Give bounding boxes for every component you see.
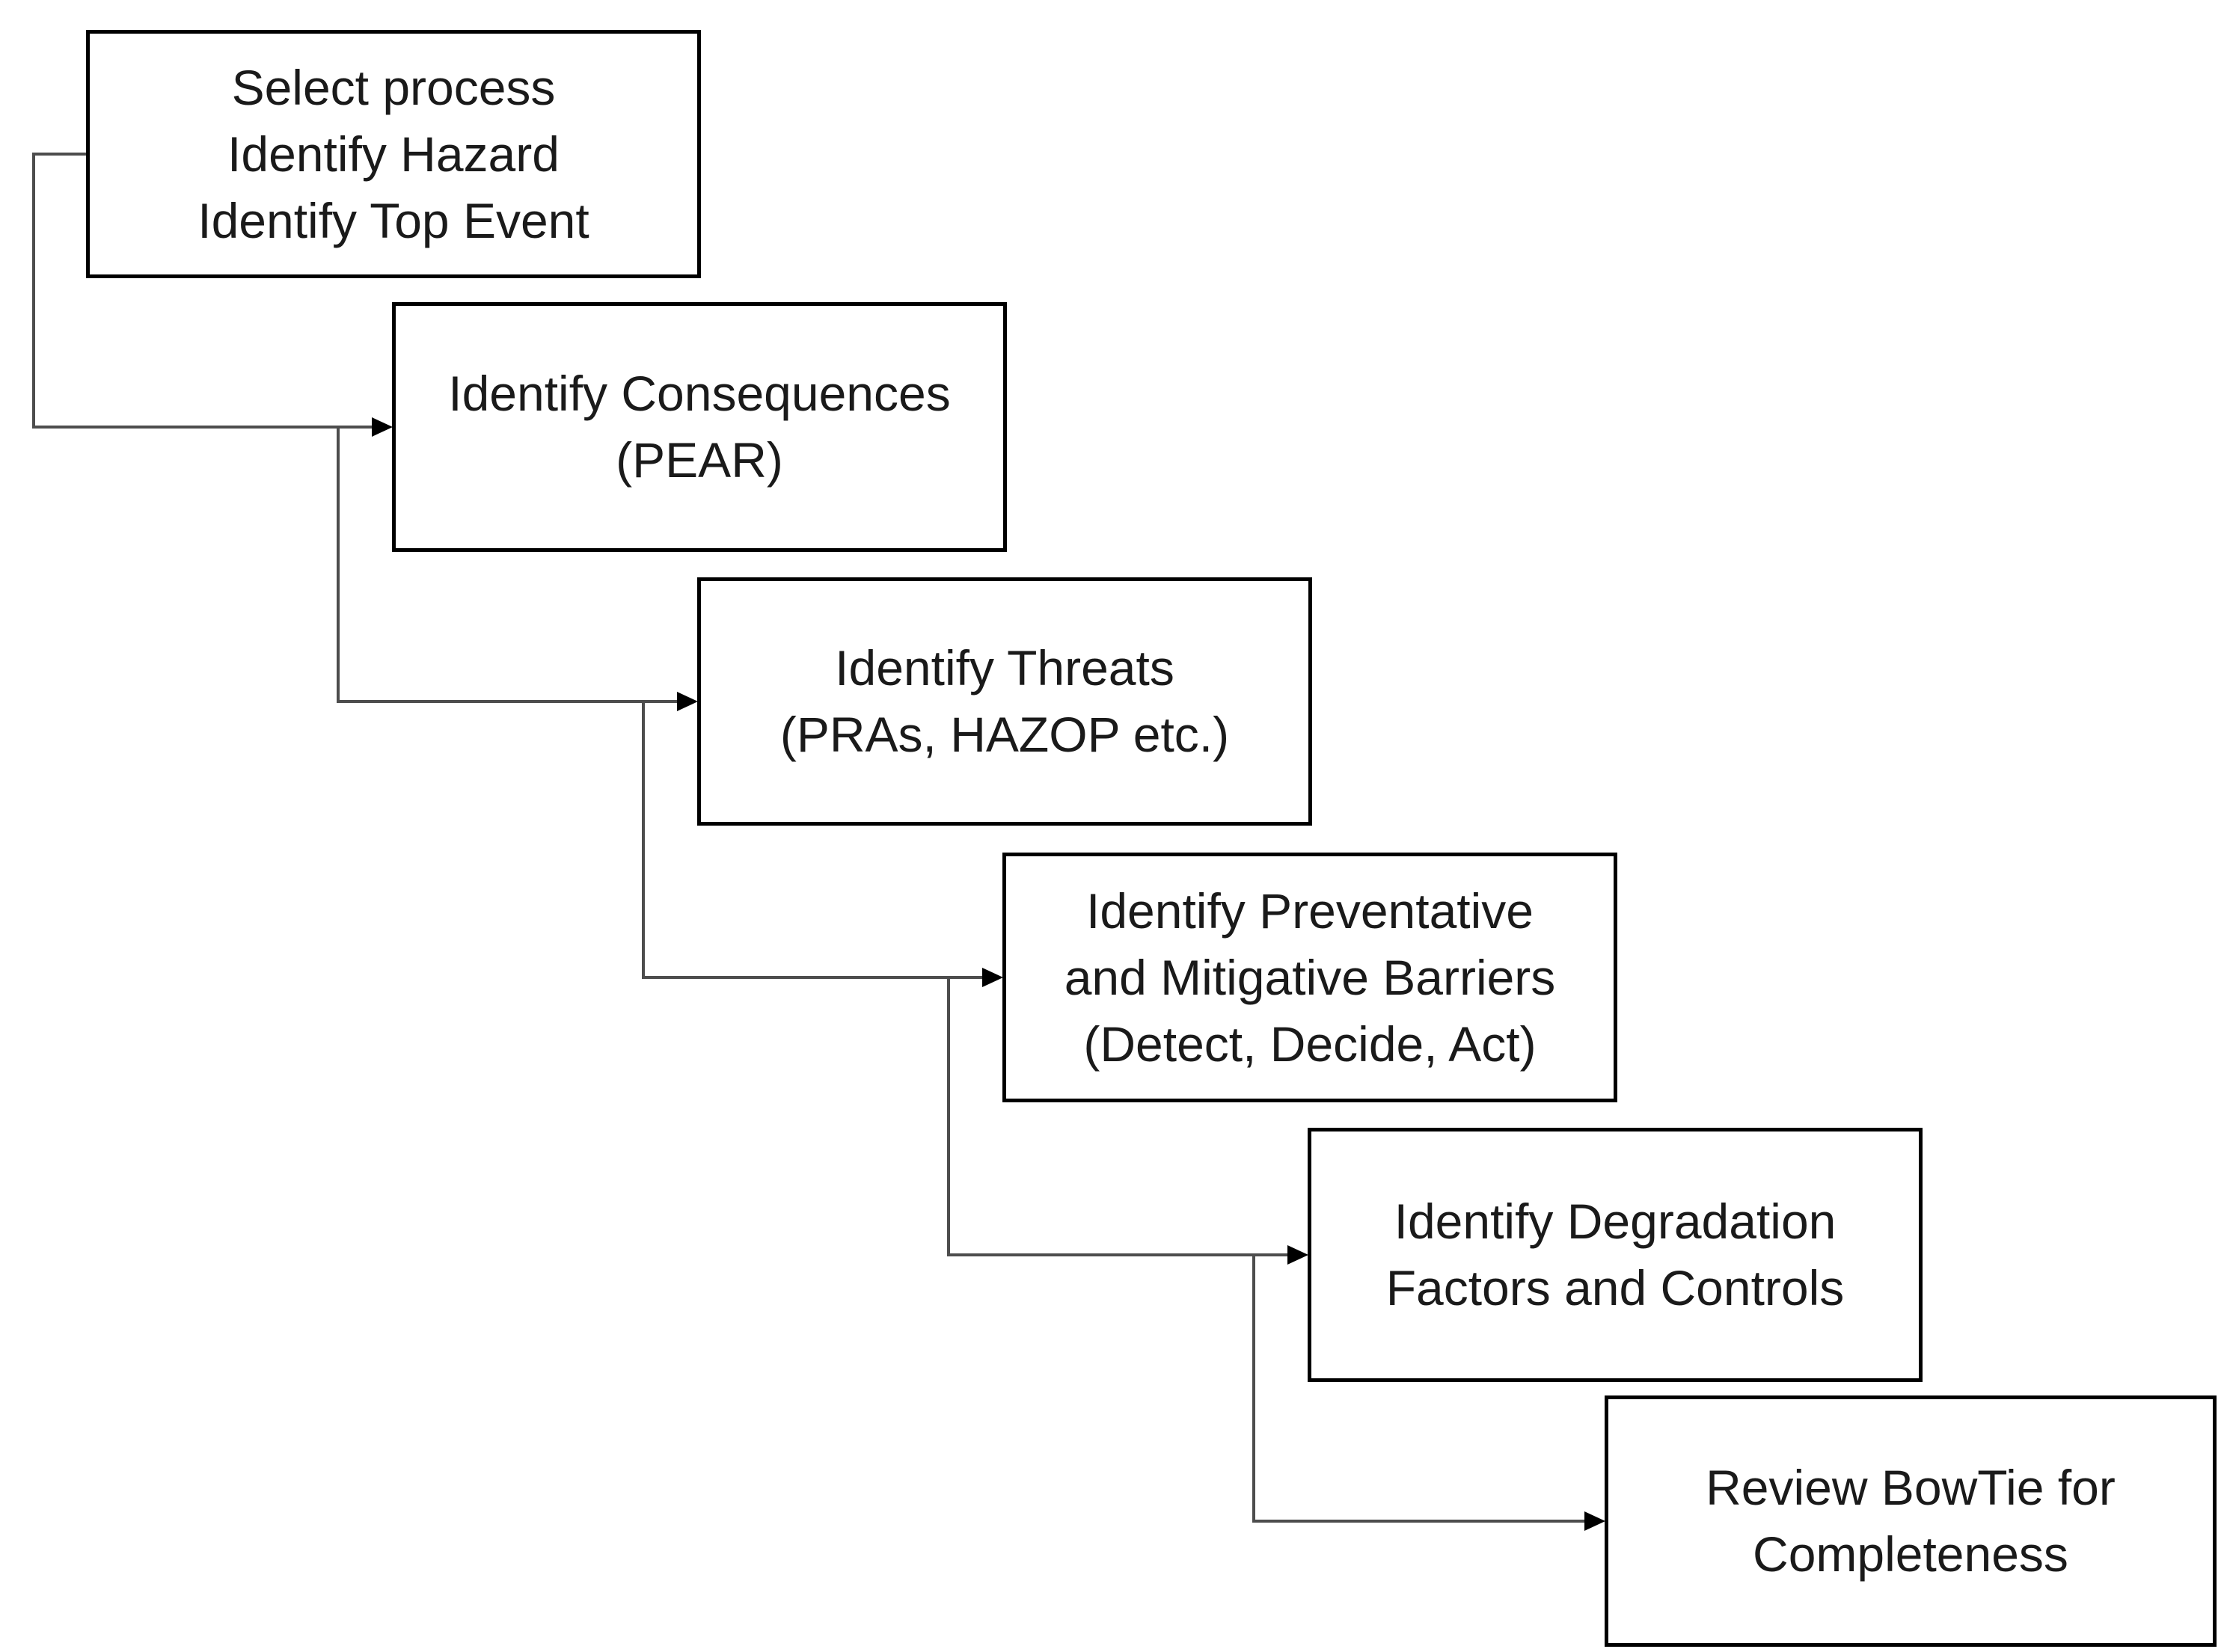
- flow-step-1-line-2: Identify Hazard: [227, 126, 560, 182]
- connector-2-3: [337, 427, 678, 703]
- connector-3-4-arrowhead-icon: [982, 968, 1003, 987]
- flow-step-4: Identify Preventative and Mitigative Bar…: [1002, 853, 1617, 1102]
- flow-step-5-line-2: Factors and Controls: [1385, 1260, 1845, 1315]
- connector-5-6: [1252, 1255, 1586, 1523]
- flow-step-1: Select process Identify Hazard Identify …: [86, 30, 701, 278]
- flow-step-5-line-1: Identify Degradation: [1394, 1194, 1837, 1249]
- flow-step-6-line-2: Completeness: [1753, 1526, 2068, 1582]
- connector-2-3-arrowhead-icon: [677, 692, 698, 711]
- connector-4-5-arrowhead-icon: [1287, 1245, 1308, 1265]
- flow-step-4-line-1: Identify Preventative: [1086, 882, 1534, 939]
- flow-step-2-line-2: (PEAR): [616, 432, 783, 488]
- connector-1-2: [32, 153, 373, 429]
- flow-step-6: Review BowTie for Completeness: [1605, 1395, 2217, 1647]
- flow-step-6-line-1: Review BowTie for: [1706, 1460, 2116, 1515]
- connector-5-6-arrowhead-icon: [1584, 1511, 1605, 1531]
- flow-step-1-line-3: Identify Top Event: [197, 192, 589, 248]
- connector-1-2-arrowhead-icon: [372, 417, 393, 437]
- flow-step-3-line-2: (PRAs, HAZOP etc.): [779, 707, 1230, 762]
- flow-step-3-line-1: Identify Threats: [835, 640, 1174, 696]
- flow-step-1-line-1: Select process: [231, 59, 556, 115]
- flow-step-4-line-3: (Detect, Decide, Act): [1083, 1016, 1537, 1072]
- flow-step-4-line-2: and Mitigative Barriers: [1064, 949, 1556, 1005]
- flow-step-5: Identify Degradation Factors and Control…: [1308, 1128, 1923, 1382]
- connector-3-4: [642, 701, 984, 979]
- flow-step-2-line-1: Identify Consequences: [448, 366, 951, 421]
- flow-step-2: Identify Consequences (PEAR): [392, 302, 1007, 552]
- connector-4-5: [947, 977, 1289, 1256]
- flow-step-3: Identify Threats (PRAs, HAZOP etc.): [697, 577, 1312, 826]
